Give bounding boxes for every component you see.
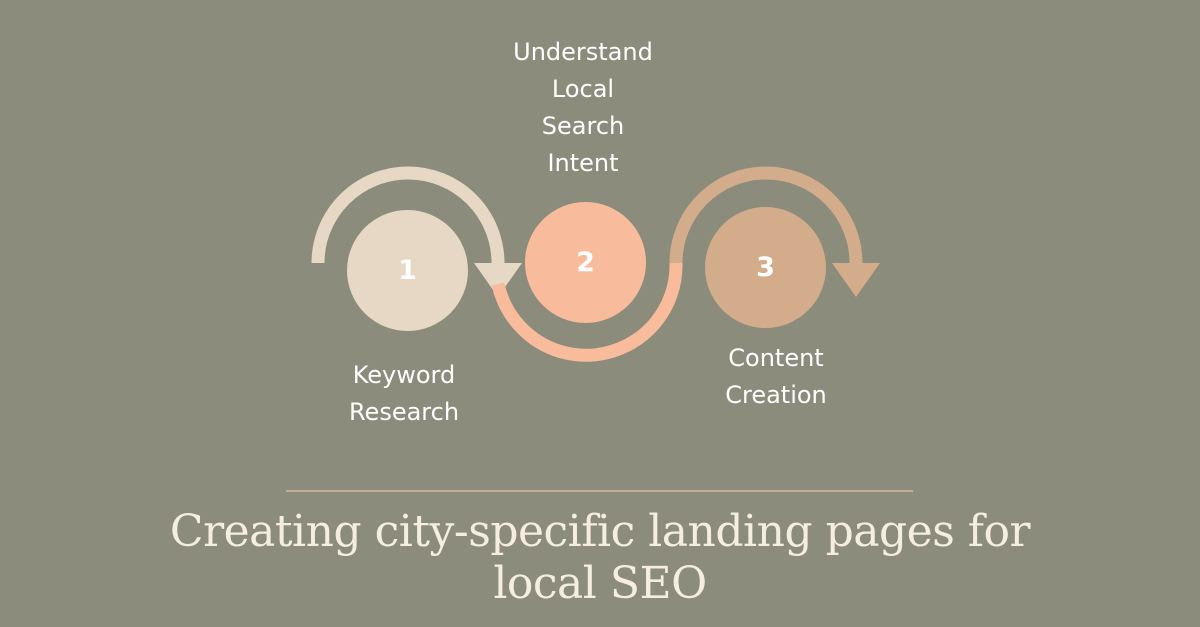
- arrow-2-arc: [491, 262, 683, 362]
- arrow-3-head: [832, 263, 880, 297]
- arrow-1-arc: [311, 166, 505, 264]
- step-3-circle: 3: [705, 207, 826, 328]
- step-3-label: Content Creation: [725, 344, 827, 409]
- step-1-number: 1: [398, 255, 417, 286]
- step-1-label: Keyword Research: [348, 361, 460, 426]
- divider: [286, 490, 913, 492]
- step-1-circle: 1: [347, 210, 468, 331]
- step-2-circle: 2: [525, 202, 646, 323]
- step-2-number: 2: [576, 247, 595, 278]
- step-3-number: 3: [756, 252, 775, 283]
- arrow-3-arc: [669, 166, 863, 264]
- arrow-1-head: [474, 263, 522, 297]
- step-2-label: Understand Local Search Intent: [513, 38, 653, 177]
- page-title: Creating city-specific landing pages for…: [169, 506, 1031, 609]
